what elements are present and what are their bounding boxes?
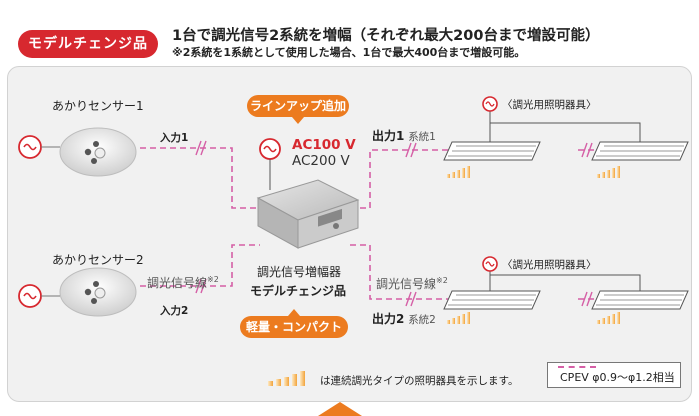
input-2-label: 入力2 bbox=[160, 305, 189, 317]
amplifier-device bbox=[256, 179, 360, 249]
cable-legend-line bbox=[558, 366, 596, 368]
output-2: 出力2 系統2 bbox=[372, 312, 436, 326]
fixtures-row-2 bbox=[443, 256, 689, 310]
signal-line-label-right: 調光信号線※2 bbox=[376, 276, 448, 291]
diagram-panel bbox=[7, 66, 692, 402]
voltage-ac200: AC200 V bbox=[292, 153, 350, 169]
continuous-dimming-legend: は連続調光タイプの照明器具を示します。 bbox=[320, 375, 519, 387]
cable-legend-text: CPEV φ0.9〜φ1.2相当 bbox=[560, 371, 675, 384]
model-change-badge: モデルチェンジ品 bbox=[18, 30, 158, 58]
sensor-1-label: あかりセンサー1 bbox=[52, 99, 144, 113]
lineup-added-tag: ラインアップ追加 bbox=[247, 95, 349, 124]
down-arrow-indicator bbox=[318, 402, 362, 416]
ac-power-symbol bbox=[259, 138, 281, 190]
amplifier-name: 調光信号増幅器 bbox=[257, 265, 342, 279]
voltage-ac100: AC100 V bbox=[292, 137, 356, 153]
headline-note: ※2系統を1系統として使用した場合、1台で最大400台まで増設可能。 bbox=[172, 46, 526, 59]
signal-line-label-left: 調光信号線※2 bbox=[147, 275, 219, 290]
dimming-bars-icons bbox=[268, 166, 620, 386]
fixture-label-1: 〈調光用照明器具〉 bbox=[502, 99, 597, 111]
lightweight-compact-tag: 軽量・コンパクト bbox=[240, 309, 348, 338]
output-1: 出力1 系統1 bbox=[372, 129, 436, 143]
sensor-1-illustration bbox=[18, 127, 137, 177]
headline: 1台で調光信号2系統を増幅（それぞれ最大200台まで増設可能） bbox=[172, 28, 600, 44]
sensor-2-illustration bbox=[18, 267, 137, 317]
wire-break-marks bbox=[195, 140, 593, 307]
input-1-label: 入力1 bbox=[160, 132, 189, 144]
cable-legend-box: CPEV φ0.9〜φ1.2相当 bbox=[547, 362, 681, 388]
fixtures-row-1 bbox=[443, 96, 689, 161]
fixture-label-2: 〈調光用照明器具〉 bbox=[502, 259, 597, 271]
amplifier-model: モデルチェンジ品 bbox=[250, 284, 347, 298]
sensor-2-label: あかりセンサー2 bbox=[52, 253, 144, 267]
